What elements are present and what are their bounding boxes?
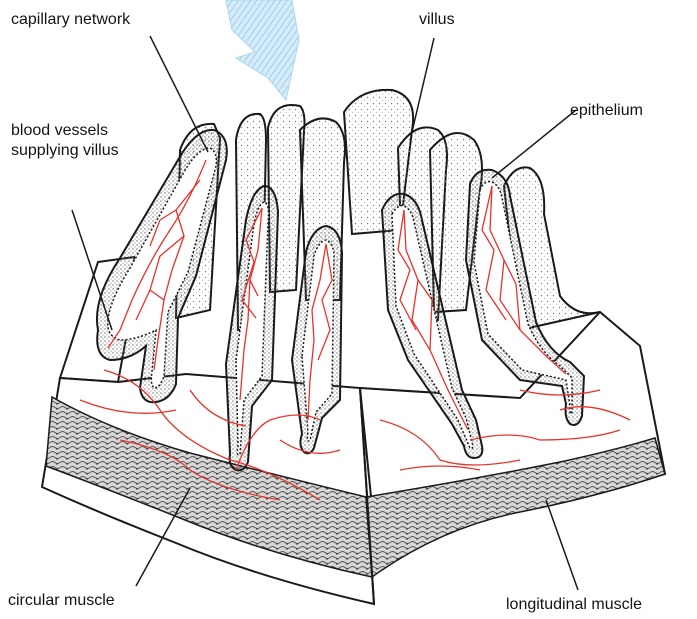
incoming-arrow [226, 0, 299, 100]
label-villus: villus [419, 10, 455, 30]
leader-capillary-network [150, 36, 208, 152]
leader-epithelium [492, 110, 576, 178]
leader-longitudinal-muscle [546, 500, 578, 590]
label-capillary-network: capillary network [11, 10, 130, 30]
label-longitudinal-muscle: longitudinal muscle [506, 595, 642, 615]
label-circular-muscle: circular muscle [8, 591, 115, 611]
label-epithelium: epithelium [570, 101, 643, 121]
label-blood-vessels: blood vessels supplying villus [11, 121, 131, 161]
leader-villus [412, 38, 434, 132]
